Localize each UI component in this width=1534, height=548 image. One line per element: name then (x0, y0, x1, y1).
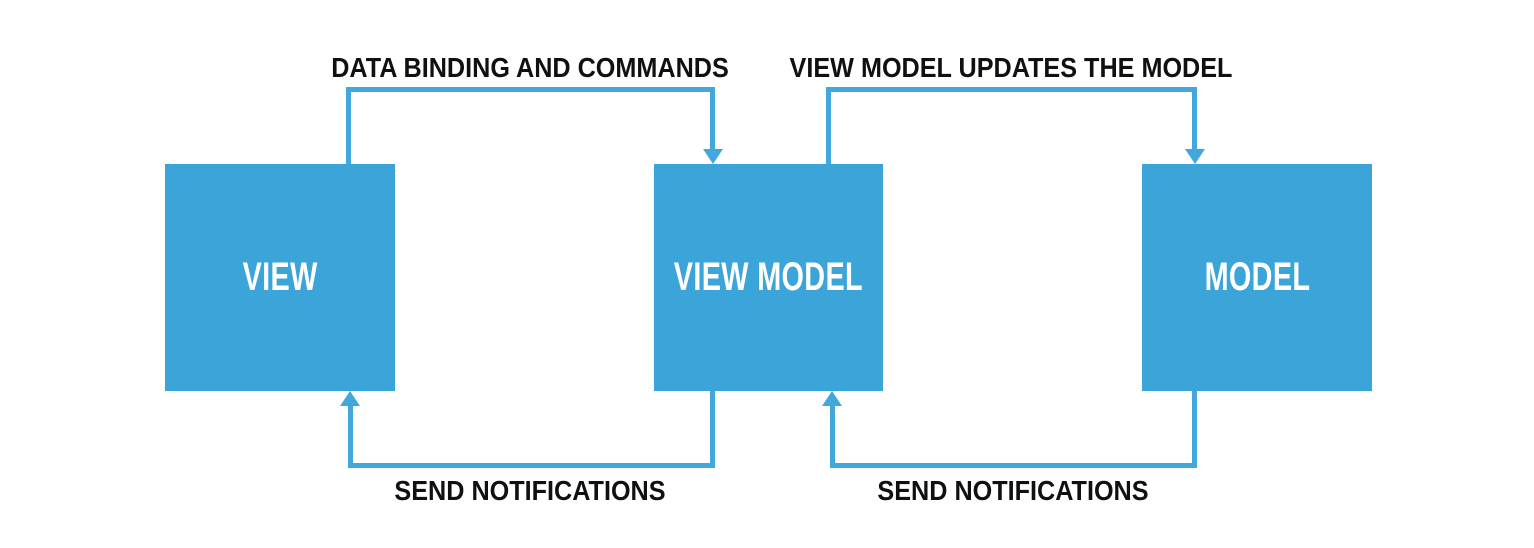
arrow-segment (348, 405, 353, 468)
model-box-label: MODEL (1204, 255, 1310, 299)
arrow-segment (346, 87, 715, 92)
arrow-segment (346, 87, 351, 164)
arrow-segment (1192, 87, 1197, 150)
arrow-segment (1192, 391, 1197, 468)
arrow-label-send-notifications-right: SEND NOTIFICATIONS (877, 475, 1149, 506)
view-box: VIEW (165, 164, 395, 391)
arrow-segment (826, 87, 831, 164)
arrowhead-down-icon (1185, 149, 1205, 164)
arrowhead-up-icon (340, 391, 360, 406)
arrow-label-viewmodel-updates: VIEW MODEL UPDATES THE MODEL (789, 52, 1233, 83)
arrow-segment (710, 87, 715, 150)
arrow-label-send-notifications-left: SEND NOTIFICATIONS (394, 475, 666, 506)
model-box: MODEL (1142, 164, 1372, 391)
arrow-segment (826, 87, 1197, 92)
arrow-segment (710, 391, 715, 468)
arrow-segment (830, 405, 835, 468)
view-model-box-label: VIEW MODEL (673, 255, 864, 299)
arrow-segment (348, 463, 715, 468)
view-box-label: VIEW (242, 255, 318, 299)
arrowhead-down-icon (703, 149, 723, 164)
arrowhead-up-icon (822, 391, 842, 406)
view-model-box: VIEW MODEL (654, 164, 883, 391)
arrow-segment (830, 463, 1197, 468)
arrow-label-data-binding: DATA BINDING AND COMMANDS (331, 52, 729, 83)
